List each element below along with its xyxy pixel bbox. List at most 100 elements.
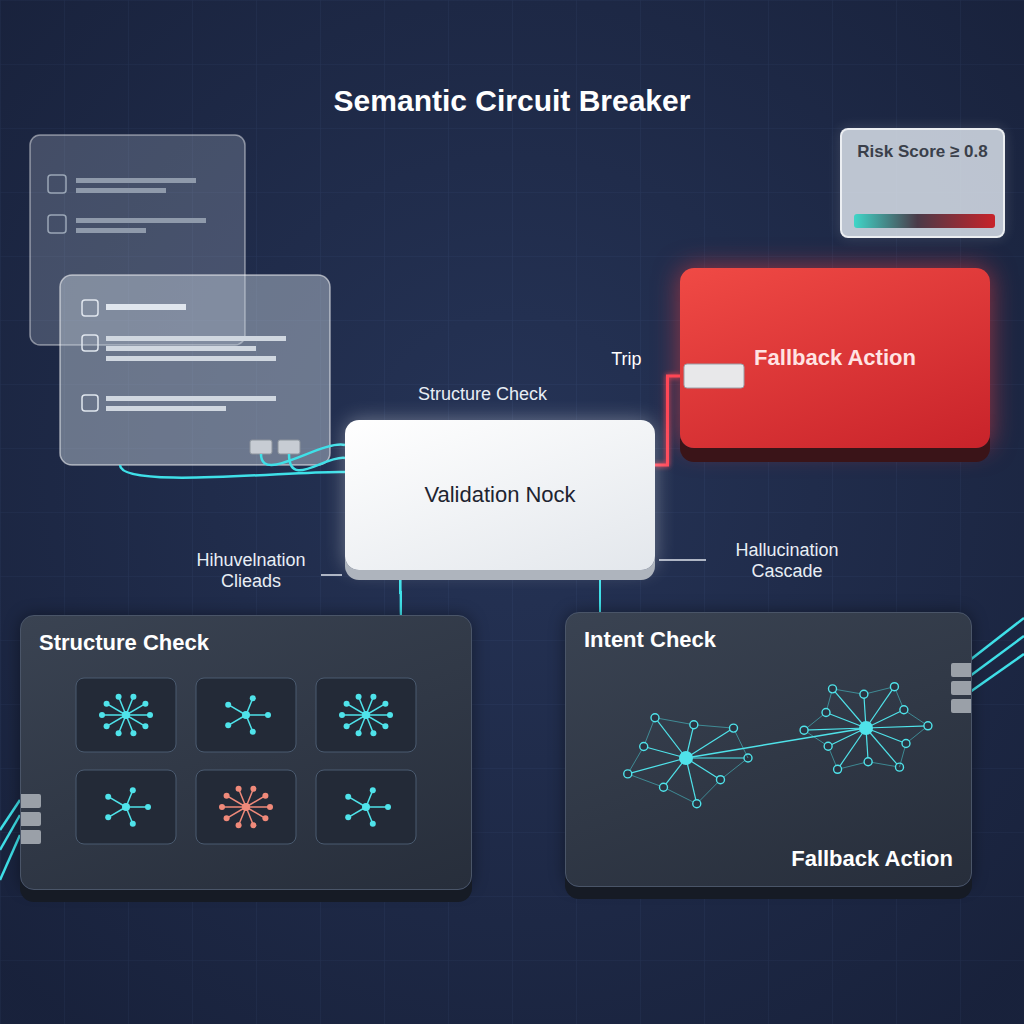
decor-rect — [76, 228, 146, 233]
callout-label: Hihuvelnation Clieads — [185, 550, 317, 592]
decor-circle — [262, 793, 268, 799]
decor-circle — [147, 712, 153, 718]
decor-rect — [76, 770, 176, 844]
decor-circle — [122, 803, 130, 811]
icon-tile — [196, 770, 296, 844]
risk-gauge — [854, 214, 995, 228]
decor-circle — [224, 793, 230, 799]
decor-rect — [76, 188, 166, 193]
decor-line — [697, 780, 721, 804]
decor-circle — [250, 786, 256, 792]
decor-circle — [924, 722, 932, 730]
decor-circle — [250, 695, 256, 701]
decor-circle — [822, 709, 830, 717]
node-title: Fallback Action — [754, 345, 916, 371]
decor-circle — [356, 730, 362, 736]
port-plug — [951, 681, 971, 695]
decor-circle — [236, 786, 242, 792]
decor-circle — [344, 723, 350, 729]
decor-line — [686, 757, 748, 758]
port-plug — [951, 699, 971, 713]
decor-rect — [316, 678, 416, 752]
risk-box: Risk Score ≥ 0.8 — [840, 128, 1005, 238]
decor-line — [733, 728, 748, 758]
decor-circle — [387, 712, 393, 718]
decor-circle — [130, 694, 136, 700]
decor-rect — [76, 218, 206, 223]
decor-circle — [900, 706, 908, 714]
decor-circle — [385, 804, 391, 810]
decor-circle — [895, 763, 903, 771]
decor-circle — [834, 765, 842, 773]
decor-circle — [242, 803, 250, 811]
node-illustration — [21, 616, 471, 891]
decor-circle — [362, 711, 370, 719]
decor-circle — [130, 787, 136, 793]
decor-path — [261, 445, 345, 465]
decor-circle — [344, 701, 350, 707]
decor-circle — [356, 694, 362, 700]
icon-tile — [196, 678, 296, 752]
decor-circle — [693, 800, 701, 808]
decor-path — [289, 454, 345, 470]
connector — [400, 570, 402, 615]
decor-circle — [690, 721, 698, 729]
decor-circle — [345, 794, 351, 800]
decor-circle — [116, 730, 122, 736]
decor-rect — [82, 335, 98, 351]
icon-tile — [316, 770, 416, 844]
decor-circle — [370, 787, 376, 793]
decor-line — [866, 726, 928, 728]
decor-path — [120, 465, 345, 478]
decor-rect — [48, 175, 66, 193]
decor-line — [628, 774, 664, 787]
decor-line — [664, 787, 697, 804]
decor-rect — [196, 678, 296, 752]
decor-circle — [130, 821, 136, 827]
decor-circle — [382, 723, 388, 729]
connector — [655, 376, 680, 465]
decor-path — [970, 618, 1024, 660]
decor-circle — [99, 712, 105, 718]
decor-path — [0, 800, 20, 830]
diagram-title: Semantic Circuit Breaker — [0, 84, 1024, 118]
decor-line — [655, 718, 686, 758]
decor-circle — [122, 711, 130, 719]
decor-line — [655, 718, 694, 725]
red-box: Fallback Action — [680, 268, 990, 448]
decor-circle — [265, 712, 271, 718]
decor-rect — [106, 304, 186, 310]
network-link — [686, 728, 866, 758]
dark-box: Intent CheckFallback Action — [565, 612, 972, 887]
decor-line — [868, 762, 899, 767]
decor-circle — [130, 730, 136, 736]
decor-line — [694, 725, 734, 728]
decor-circle — [104, 701, 110, 707]
decor-circle — [345, 814, 351, 820]
icon-tile — [316, 678, 416, 752]
decor-circle — [370, 821, 376, 827]
dark-box: Structure Check — [20, 615, 472, 890]
decor-circle — [370, 730, 376, 736]
callout-label: Hallucination Cascade — [712, 540, 862, 582]
decor-line — [833, 689, 864, 694]
icon-tile — [76, 770, 176, 844]
decor-circle — [382, 701, 388, 707]
port-plug — [21, 794, 41, 808]
decor-path — [0, 835, 20, 880]
decor-circle — [729, 724, 737, 732]
decor-circle — [902, 739, 910, 747]
decor-circle — [339, 712, 345, 718]
decor-circle — [267, 804, 273, 810]
decor-circle — [624, 770, 632, 778]
decor-rect — [250, 440, 272, 454]
network-graph — [624, 714, 752, 808]
decor-circle — [142, 723, 148, 729]
decor-circle — [362, 803, 370, 811]
decor-circle — [105, 794, 111, 800]
decor-circle — [651, 714, 659, 722]
decor-circle — [236, 822, 242, 828]
